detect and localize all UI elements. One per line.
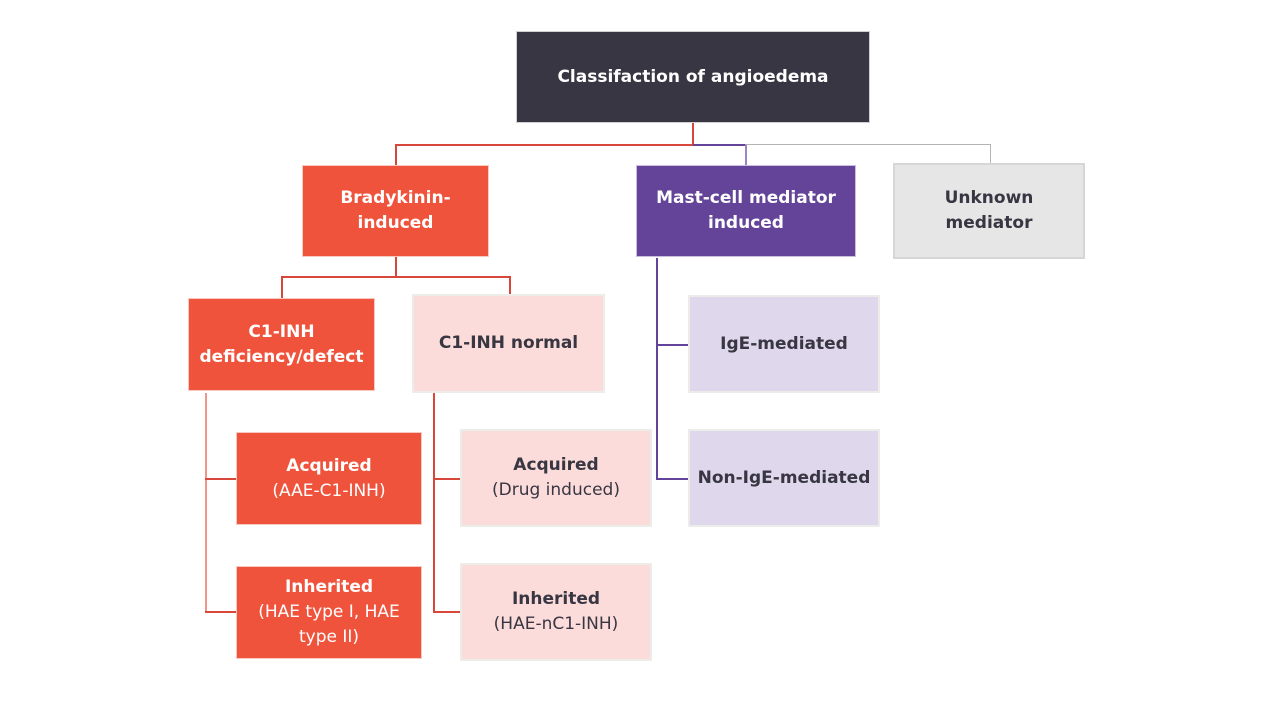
connector-mastcell-nonige	[656, 478, 689, 480]
connector-mastcell-ige	[656, 344, 689, 346]
deficiency-label-line2: deficiency/defect	[199, 346, 364, 367]
connector-deficiency-trunk	[205, 393, 207, 613]
normal-acquired-sub: (Drug induced)	[492, 480, 620, 500]
unknown-label-line2: mediator	[945, 213, 1033, 233]
connector-bradykinin-drop	[395, 144, 397, 165]
normal-inherited-node: Inherited (HAE-nC1-INH)	[460, 563, 652, 661]
connector-normal-trunk	[433, 393, 435, 613]
nonige-label: Non-IgE-mediated	[697, 467, 871, 488]
connector-unknown-drop	[990, 144, 991, 163]
ige-node: IgE-mediated	[688, 295, 880, 393]
ige-label: IgE-mediated	[720, 333, 848, 354]
nonige-node: Non-IgE-mediated	[688, 429, 880, 527]
bradykinin-node: Bradykinin- induced	[302, 165, 489, 257]
deficiency-acquired-sub: (AAE-C1-INH)	[272, 480, 386, 501]
connector-root-to-unknown	[746, 144, 991, 145]
bradykinin-label-line1: Bradykinin-	[340, 188, 451, 208]
unknown-node: Unknown mediator	[893, 163, 1085, 259]
deficiency-acquired-node: Acquired (AAE-C1-INH)	[236, 432, 422, 525]
connector-deficiency-drop	[281, 276, 283, 298]
connector-root-to-mastcell	[693, 144, 746, 146]
connector-bradykinin-split	[281, 276, 511, 278]
normal-node: C1-INH normal	[412, 294, 605, 393]
normal-acquired-title: Acquired	[513, 455, 599, 475]
deficiency-inherited-title: Inherited	[284, 577, 374, 597]
connector-bradykinin-down	[395, 256, 397, 277]
connector-mastcell-trunk	[656, 258, 658, 480]
normal-acquired-node: Acquired (Drug induced)	[460, 429, 652, 527]
connector-deficiency-acquired	[205, 478, 236, 480]
mastcell-label-line1: Mast-cell mediator	[656, 188, 836, 208]
connector-mastcell-drop	[745, 144, 747, 165]
root-node: Classifaction of angioedema	[516, 31, 870, 123]
connector-normal-drop	[509, 276, 511, 296]
mastcell-node: Mast-cell mediator induced	[636, 165, 856, 257]
deficiency-inherited-sub1: (HAE type I, HAE	[258, 602, 400, 622]
mastcell-label-line2: induced	[708, 213, 784, 233]
normal-inherited-sub: (HAE-nC1-INH)	[493, 614, 619, 634]
deficiency-inherited-sub2: type II)	[298, 627, 360, 647]
normal-label: C1-INH normal	[438, 333, 579, 353]
deficiency-label-line1: C1-INH	[248, 321, 315, 342]
normal-inherited-title: Inherited	[511, 589, 601, 609]
connector-normal-inherited	[433, 611, 461, 613]
connector-normal-acquired	[433, 478, 461, 480]
deficiency-inherited-node: Inherited (HAE type I, HAE type II)	[236, 566, 422, 659]
connector-deficiency-inherited	[205, 611, 236, 613]
deficiency-node: C1-INH deficiency/defect	[188, 298, 375, 391]
deficiency-acquired-title: Acquired	[286, 455, 372, 476]
unknown-label-line1: Unknown	[944, 188, 1034, 208]
connector-root-to-bradykinin	[395, 144, 694, 146]
root-label: Classifaction of angioedema	[557, 66, 829, 87]
bradykinin-label-line2: induced	[357, 213, 434, 233]
connector-root-down	[692, 123, 694, 145]
